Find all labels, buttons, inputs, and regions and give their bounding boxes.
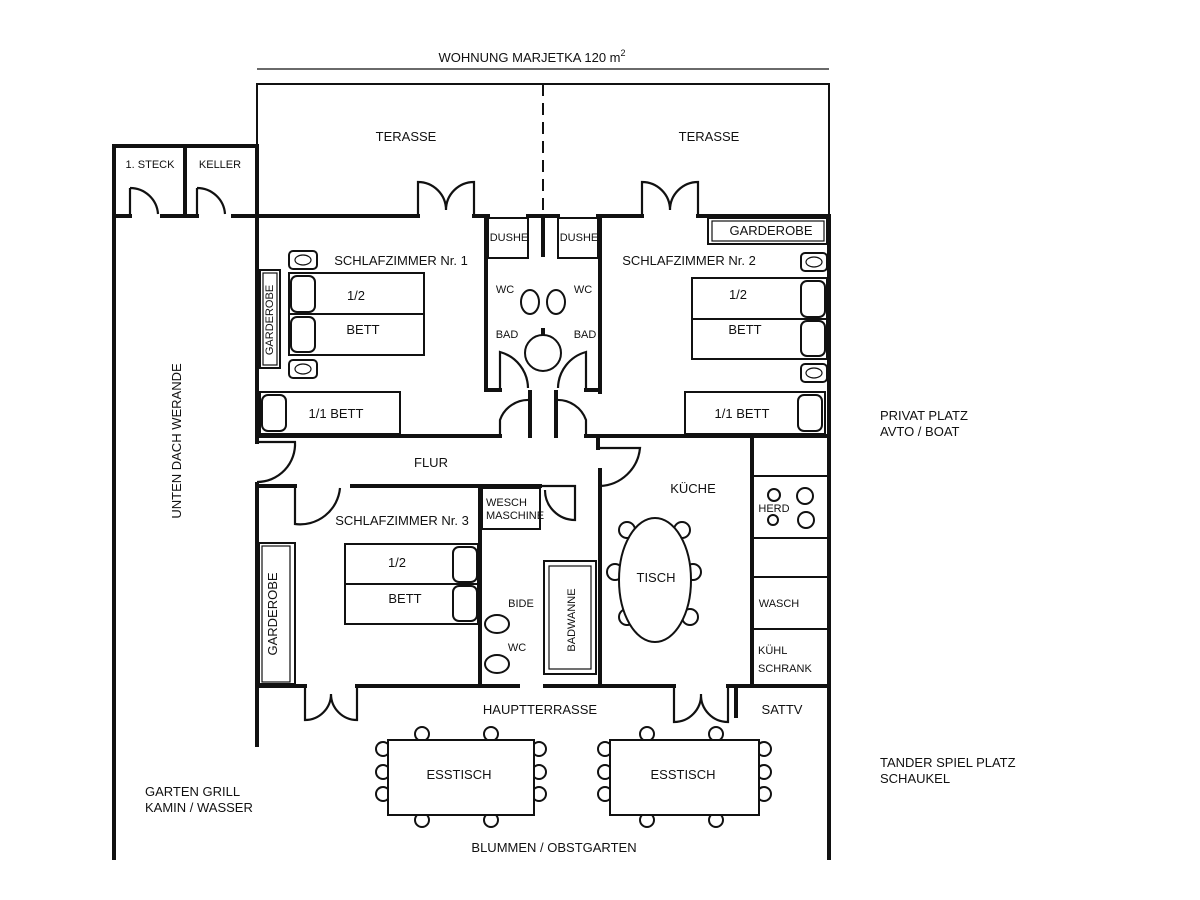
left-hall-door[interactable] [256,440,297,484]
bedroom3-wardrobe-label: GARDEROBE [265,572,280,655]
bathtub-label: BADWANNE [566,588,578,651]
terrace-right-label: TERASSE [679,129,740,144]
veranda-label: UNTEN DACH WERANDE [169,363,184,519]
interior-walls [255,214,831,688]
title-superscript: 2 [621,48,626,58]
bedroom1-terrace-door[interactable] [416,180,476,216]
dining-table-left [375,726,547,828]
bath1-door[interactable] [498,350,530,390]
shower2-label: DUSHE [560,232,599,244]
parking-label-1: PRIVAT PLATZ [880,408,968,423]
bedroom1-bed-half: 1/2 [347,288,365,303]
bedroom1-wardrobe-label: GARDEROBE [264,285,276,355]
wc1-toilet [520,289,540,315]
shared-washbasin [524,334,562,372]
first-floor-label: 1. STECK [126,159,176,171]
bedroom3-bed-label: BETT [388,591,421,606]
fridge-label-1: KÜHL [758,645,787,657]
bedroom3-wardrobe [258,542,296,685]
bedroom1-wardrobe [259,269,281,369]
bedroom2-nightstand-bottom [800,363,828,383]
main-terrace-label: HAUPTTERRASSE [483,702,597,717]
bidet [484,614,510,634]
bedroom2-label: SCHLAFZIMMER Nr. 2 [622,253,756,268]
washing-machine-label-1: WESCH [486,497,527,509]
bedroom2-wardrobe [707,217,828,245]
bathtub [543,560,597,675]
wc3-toilet [484,654,510,674]
svg-text:WOHNUNG MARJETKA 120 m2: WOHNUNG MARJETKA 120 m2 [438,48,625,65]
bedroom2-nightstand-top [800,252,828,272]
shower2 [557,217,599,259]
kitchen-table-label: TISCH [637,570,676,585]
shower1-label: DUSHE [490,232,529,244]
exterior-walls [112,214,831,860]
grill-label-1: GARTEN GRILL [145,784,240,799]
dining-table-right-label: ESSTISCH [650,767,715,782]
bedroom3-terrace-door[interactable] [303,686,359,722]
bedroom2-double-bed [691,277,828,360]
bedroom1-nightstand-bottom [288,359,318,379]
bath2-door[interactable] [556,350,588,390]
washing-machine [481,487,541,530]
wc1-label: WC [496,284,514,296]
wc2-toilet [546,289,566,315]
stove [767,487,815,529]
garden-label: BLUMMEN / OBSTGARTEN [471,840,636,855]
bedroom1-single-bed [259,391,401,435]
bath2-label: BAD [574,329,597,341]
bedroom3-double-bed [344,543,479,625]
bedroom2-bed-half: 1/2 [729,287,747,302]
bedroom2-single-bed [684,391,826,435]
bedroom1-door[interactable] [498,398,531,436]
bedroom3-bed-half: 1/2 [388,555,406,570]
sink-label: WASCH [759,598,800,610]
bath3-door[interactable] [542,484,577,522]
kitchen-label: KÜCHE [670,481,716,496]
grill-label-2: KAMIN / WASSER [145,800,253,815]
plan-title: WOHNUNG MARJETKA 120 m2 [257,48,829,70]
kitchen-terrace-door[interactable] [672,686,730,724]
dining-table-right [597,726,772,828]
wc3-label: WC [508,642,526,654]
bedroom3-door[interactable] [293,486,342,526]
wc2-label: WC [574,284,592,296]
bidet-label: BIDE [508,598,534,610]
bath1-label: BAD [496,329,519,341]
cellar-label: KELLER [199,159,241,171]
bedroom1-single-bed-label: 1/1 BETT [309,406,364,421]
playground-label-2: SCHAUKEL [880,771,950,786]
bedroom2-terrace-door[interactable] [640,180,700,216]
terrace-left-label: TERASSE [376,129,437,144]
bedroom1-bed-label: BETT [346,322,379,337]
stove-label: HERD [758,503,789,515]
kitchen-table [618,517,692,643]
bedroom3-label: SCHLAFZIMMER Nr. 3 [335,513,469,528]
sattv-label: SATTV [762,702,803,717]
bedroom2-door[interactable] [555,398,588,436]
bedroom1-nightstand-top [288,250,318,270]
playground-label-1: TANDER SPIEL PLATZ [880,755,1016,770]
cellar-door[interactable] [195,186,227,216]
terrace-outline [256,83,830,216]
bedroom2-single-bed-label: 1/1 BETT [715,406,770,421]
first-floor-door[interactable] [128,186,160,216]
hall-label: FLUR [414,455,448,470]
kitchen-counter [752,475,829,630]
storage-block [112,144,259,218]
fridge-label-2: SCHRANK [758,663,812,675]
shower1 [487,217,529,259]
parking-label-2: AVTO / BOAT [880,424,960,439]
bedroom2-wardrobe-label: GARDEROBE [729,223,812,238]
washing-machine-label-2: MASCHINE [486,510,544,522]
dining-table-left-label: ESSTISCH [426,767,491,782]
kitchen-door[interactable] [598,446,642,488]
title-text: WOHNUNG MARJETKA 120 m [438,50,620,65]
bedroom1-label: SCHLAFZIMMER Nr. 1 [334,253,468,268]
bedroom1-double-bed [288,272,425,356]
bedroom2-bed-label: BETT [728,322,761,337]
